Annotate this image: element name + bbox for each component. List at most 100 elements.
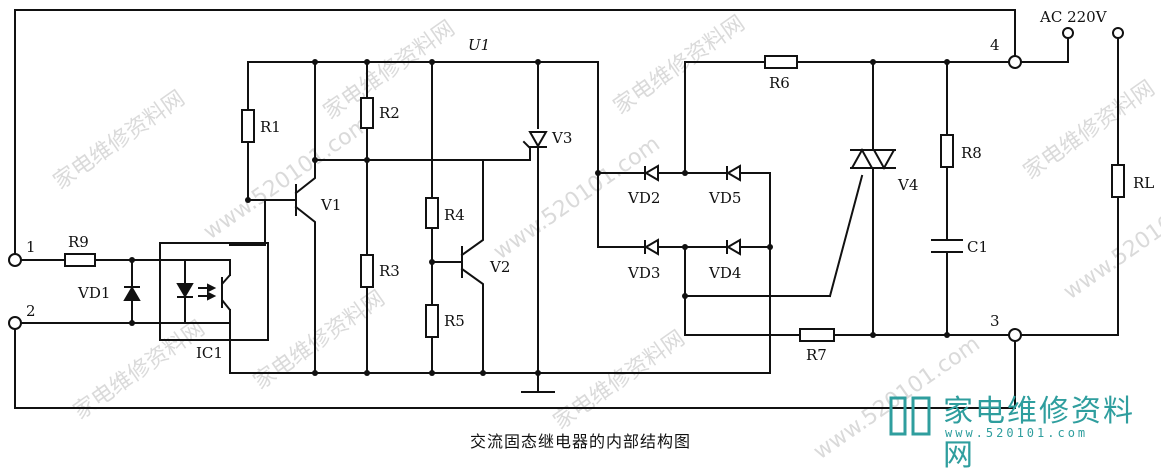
led-ic1 — [176, 283, 194, 298]
label-r9: R9 — [68, 233, 89, 251]
label-vd3: VD3 — [627, 264, 660, 282]
junction — [364, 370, 370, 376]
label-r8: R8 — [961, 144, 982, 162]
outer-case — [14, 9, 1016, 261]
resistor-r2 — [360, 97, 374, 129]
junction — [944, 332, 950, 338]
triac-v4-up — [850, 147, 874, 169]
resistor-r1 — [241, 109, 255, 143]
terminal-4 — [1008, 55, 1022, 69]
label-vd4: VD4 — [708, 264, 741, 282]
wire-ic1-collector — [229, 199, 266, 246]
junction — [312, 59, 318, 65]
resistor-r6 — [764, 55, 798, 69]
label-ac220v: AC 220V — [1039, 8, 1108, 26]
svg-text:www.520101.com: www.520101.com — [199, 111, 375, 244]
resistor-r3 — [360, 254, 374, 288]
diode-vd5 — [726, 164, 741, 182]
v1-emitter — [294, 205, 316, 374]
logo-brand: 家电维修资料网 — [943, 394, 1135, 473]
junction — [245, 197, 251, 203]
junction — [364, 59, 370, 65]
label-terminal-4: 4 — [990, 36, 1000, 54]
label-r2: R2 — [379, 104, 400, 122]
wire-bridge-node-low — [684, 246, 801, 336]
label-r5: R5 — [444, 312, 465, 330]
terminal-2 — [8, 316, 22, 330]
triac-v4-down — [872, 149, 896, 171]
svg-text:家电维修资料网: 家电维修资料网 — [49, 86, 190, 195]
junction — [429, 59, 435, 65]
svg-text:家电维修资料网: 家电维修资料网 — [609, 11, 750, 120]
label-terminal-1: 1 — [26, 238, 36, 256]
label-vd2: VD2 — [627, 189, 660, 207]
junction — [535, 370, 541, 376]
junction — [682, 170, 688, 176]
label-v1: V1 — [320, 196, 341, 214]
label-r3: R3 — [379, 262, 400, 280]
label-vd1: VD1 — [77, 284, 110, 302]
junction — [767, 244, 773, 250]
resistor-rl — [1111, 164, 1125, 198]
junction — [944, 59, 950, 65]
label-v4: V4 — [897, 176, 918, 194]
resistor-r5 — [425, 304, 439, 338]
junction — [312, 157, 318, 163]
wire-term4-ac — [1014, 37, 1069, 63]
junction — [535, 59, 541, 65]
junction — [429, 370, 435, 376]
label-vd5: VD5 — [708, 189, 741, 207]
svg-text:家电维修资料网: 家电维修资料网 — [1019, 76, 1160, 185]
terminal-1 — [8, 253, 22, 267]
label-v3: V3 — [551, 129, 572, 147]
junction — [480, 370, 486, 376]
resistor-r4 — [425, 197, 439, 229]
label-r4: R4 — [444, 206, 465, 224]
logo-url: www.520101.com — [945, 426, 1089, 440]
label-ic1: IC1 — [196, 344, 223, 362]
figure-caption: 交流固态继电器的内部结构图 — [469, 432, 691, 451]
thyristor-v3 — [528, 131, 548, 149]
junction — [129, 257, 135, 263]
junction — [682, 244, 688, 250]
label-r7: R7 — [806, 346, 827, 364]
junction — [682, 293, 688, 299]
v4-gate — [828, 174, 864, 298]
terminal-3 — [1008, 328, 1022, 342]
v1-collector — [294, 61, 316, 195]
label-terminal-2: 2 — [26, 302, 36, 320]
label-r1: R1 — [260, 118, 281, 136]
v2-collector — [460, 159, 484, 257]
logo-mark-icon — [889, 396, 931, 436]
circuit-diagram: 家电维修资料网 家电维修资料网 家电维修资料网 家电维修资料网 家电维修资料网 … — [8, 8, 1161, 464]
junction — [312, 370, 318, 376]
label-c1: C1 — [967, 238, 988, 256]
junction — [129, 320, 135, 326]
junction — [870, 332, 876, 338]
ic1-box — [159, 242, 269, 341]
ac-terminal-right — [1112, 27, 1124, 39]
junction — [870, 59, 876, 65]
junction — [364, 157, 370, 163]
label-r6: R6 — [769, 74, 790, 92]
label-terminal-3: 3 — [990, 312, 1000, 330]
diode-vd3 — [644, 238, 659, 256]
label-rl: RL — [1133, 174, 1154, 192]
resistor-r8 — [940, 134, 954, 168]
svg-text:家电维修资料网: 家电维修资料网 — [549, 326, 690, 435]
led-arrowhead-1 — [207, 283, 217, 293]
phototransistor-c — [221, 274, 231, 285]
diode-vd1 — [123, 286, 141, 301]
site-logo: 家电维修资料网 www.520101.com — [885, 386, 1155, 473]
resistor-r7 — [799, 328, 835, 342]
ac-terminal-left — [1062, 27, 1074, 39]
label-u1: U1 — [468, 36, 490, 54]
phototransistor-e — [221, 299, 231, 311]
v2-emitter — [460, 267, 484, 374]
label-v2: V2 — [489, 258, 510, 276]
outer-case-bottom — [14, 322, 1016, 409]
svg-text:家电维修资料网: 家电维修资料网 — [249, 286, 390, 395]
resistor-r9 — [64, 253, 96, 267]
diode-vd4 — [726, 238, 741, 256]
led-arrowhead-2 — [207, 291, 217, 301]
